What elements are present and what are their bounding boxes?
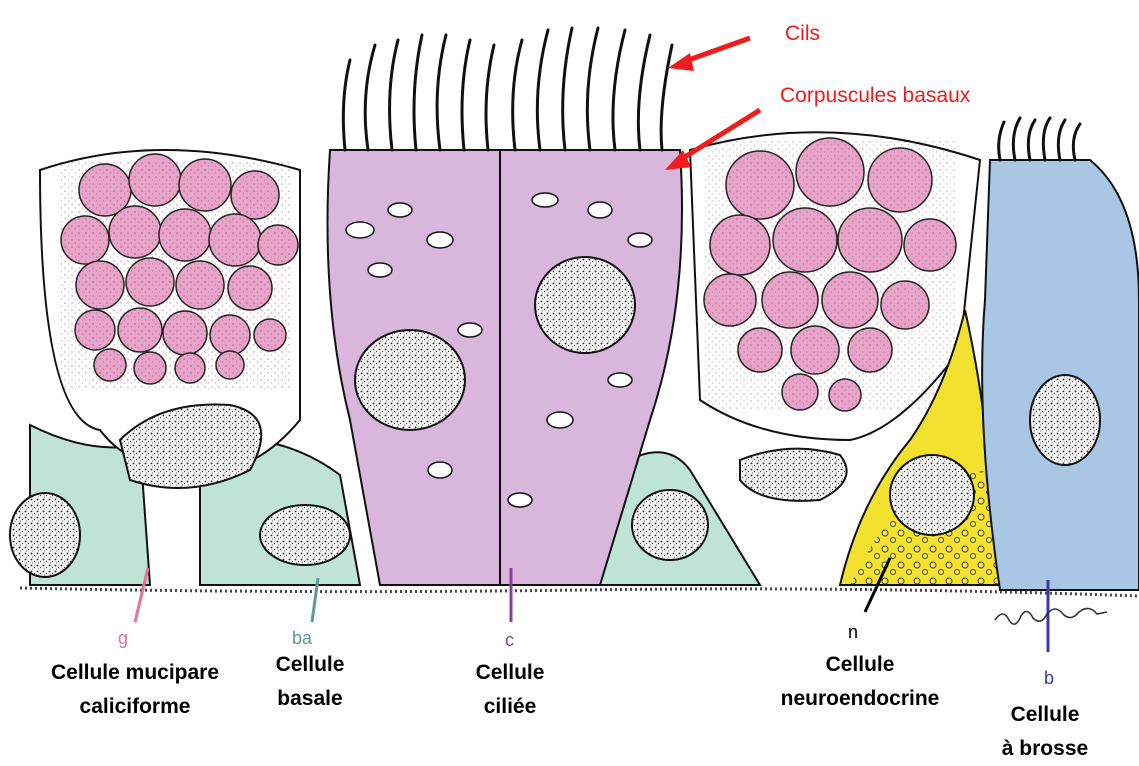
mucus-texture [60,160,290,390]
neuro-label-line2: neuroendocrine [760,682,960,716]
ciliated-label-line2: ciliée [455,690,565,724]
basal-label-line2: basale [255,682,365,716]
cilia-annotation: Cils [785,22,820,46]
brush-letter: b [1044,668,1054,689]
brush-label-line2: à brosse [985,732,1105,766]
goblet-letter: g [118,628,128,649]
basal-letter: ba [292,628,312,649]
neuroendocrine-cell-label: Cellule neuroendocrine [760,648,960,716]
signature [995,608,1107,624]
brush-label-line1: Cellule [985,698,1105,732]
microvilli [999,118,1080,160]
ciliated-label-line1: Cellule [455,656,565,690]
nucleus [740,449,847,501]
cilia [343,28,672,150]
nucleus [535,257,635,353]
nucleus [355,330,465,430]
basal-label-line1: Cellule [255,648,365,682]
nucleus [1030,375,1100,465]
basement-membrane [20,588,1139,596]
brush-cell [982,118,1139,590]
nucleus [890,455,974,535]
neuro-label-line1: Cellule [760,648,960,682]
goblet-label-line1: Cellule mucipare [20,656,250,690]
ciliated-letter: c [505,630,514,651]
ciliated-cell-label: Cellule ciliée [455,656,565,724]
basal-cell-label: Cellule basale [255,648,365,716]
goblet-cell-label: Cellule mucipare caliciforme [20,656,250,724]
basal-bodies-annotation: Corpuscules basaux [780,84,970,108]
brush-cell-label: Cellule à brosse [985,698,1105,766]
neuroendocrine-letter: n [848,622,858,643]
goblet-label-line2: caliciforme [20,690,250,724]
mucus-texture [705,140,955,410]
